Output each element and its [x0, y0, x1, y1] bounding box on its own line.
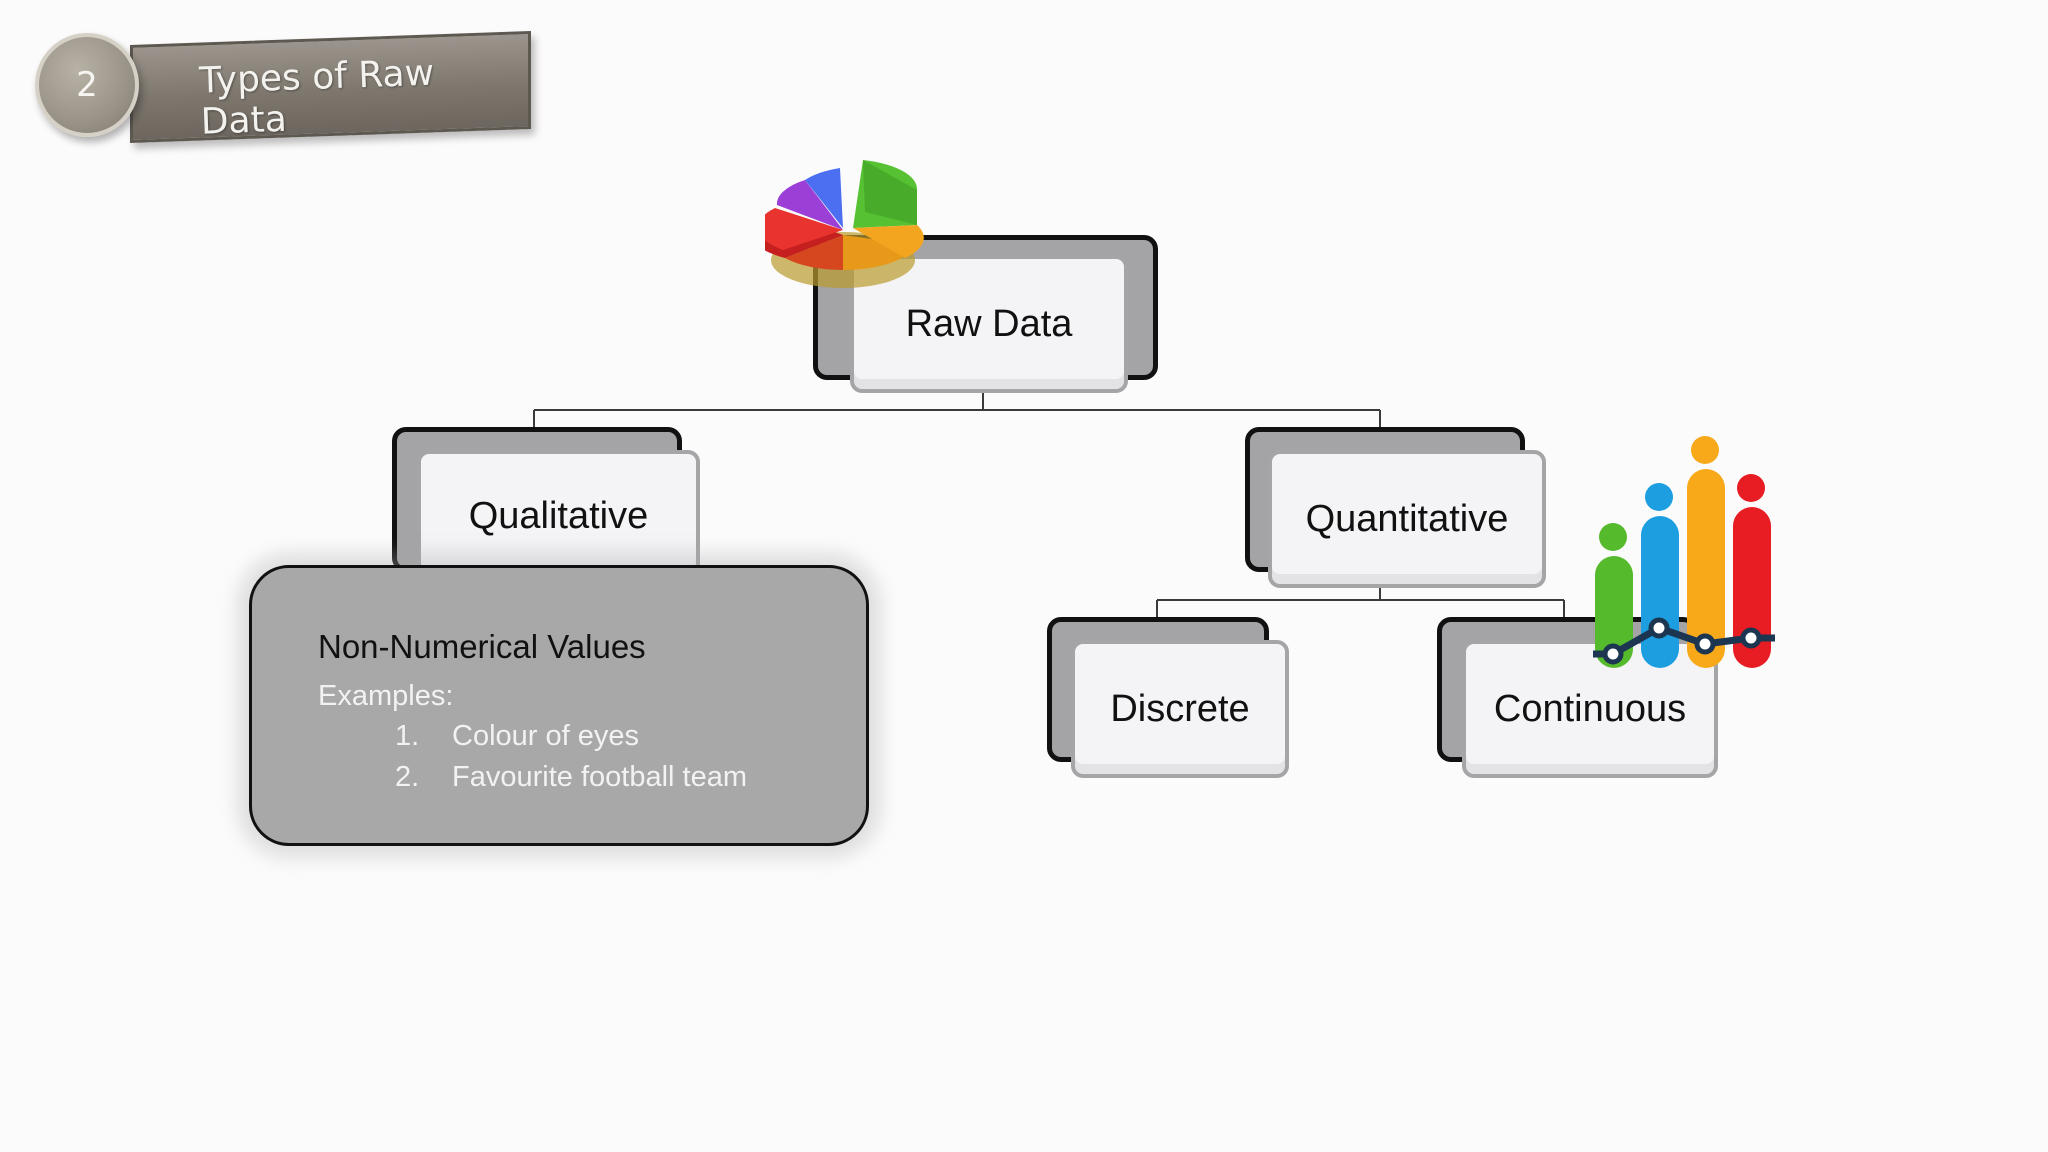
raw-data-label: Raw Data: [905, 302, 1073, 345]
quantitative-label: Quantitative: [1305, 497, 1509, 540]
qualitative-label: Qualitative: [468, 495, 649, 537]
discrete-node: Discrete: [1071, 640, 1289, 778]
slide-number: 2: [76, 65, 98, 105]
example-text: Favourite football team: [452, 761, 747, 793]
panel-heading: Non-Numerical Values: [318, 628, 646, 665]
raw-data-node: Raw Data: [850, 255, 1128, 393]
slide-number-badge: 2: [35, 33, 139, 137]
discrete-label: Discrete: [1110, 687, 1250, 730]
quantitative-node: Quantitative: [1268, 450, 1546, 588]
panel-subheading: Examples:: [318, 680, 454, 712]
pie-chart-icon: [765, 160, 924, 288]
example-number: 1.: [395, 720, 420, 752]
qualitative-description-panel: Non-Numerical Values Examples: 1. Colour…: [249, 565, 869, 846]
continuous-node: Continuous: [1462, 640, 1718, 778]
qualitative-node: Qualitative: [417, 450, 700, 583]
people-bar-chart-icon: [1593, 436, 1775, 668]
example-number: 2.: [395, 761, 420, 793]
continuous-label: Continuous: [1493, 687, 1687, 730]
example-text: Colour of eyes: [452, 720, 639, 752]
